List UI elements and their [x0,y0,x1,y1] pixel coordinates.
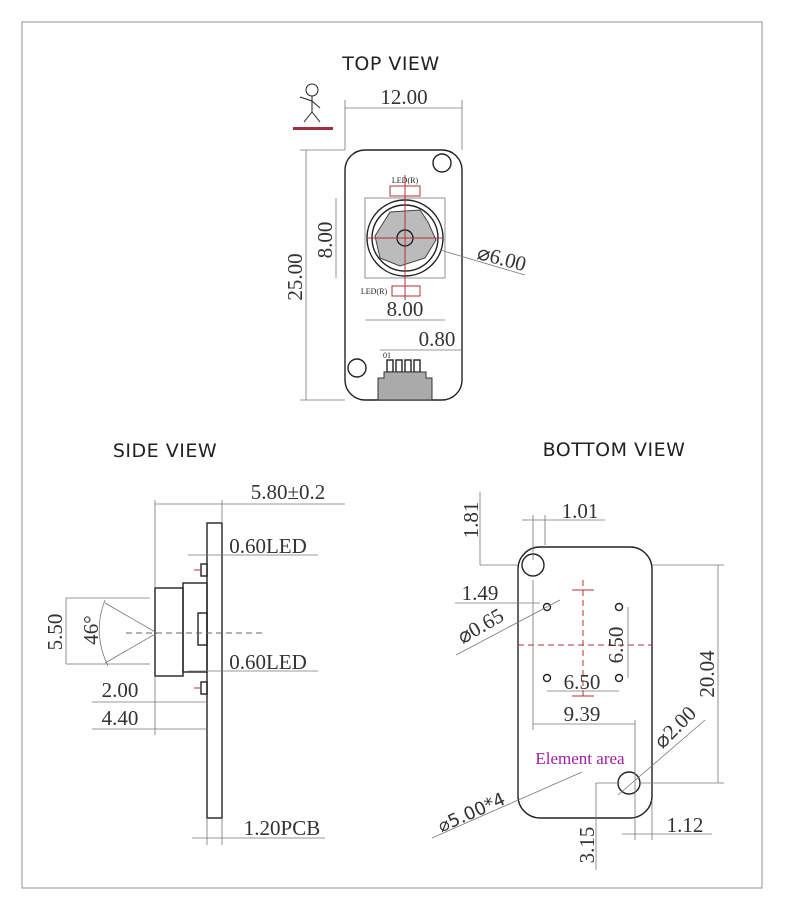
corner-radius-dim: ⌀5.00*4 [435,789,509,837]
led-top-label: LED(R) [392,176,419,185]
total-height-dim: 5.80±0.2 [251,480,326,504]
small-hole [542,673,552,683]
sensor-height-dim: 8.00 [313,222,337,259]
mount-hole [617,771,641,795]
top-view: LED(R) LED(R) 01 12.00 25.00 8.00 8.00 0… [283,85,529,401]
dim-4-40: 4.40 [102,706,139,730]
lens-holder [182,582,208,673]
small-hole [614,602,624,612]
connector [377,359,433,401]
width-dim: 12.00 [380,85,427,109]
dim-9-39: 9.39 [564,702,601,726]
height-dim: 25.00 [283,253,307,300]
led-top [389,185,421,197]
side-view-title: SIDE VIEW [113,440,217,462]
pin1-label: 01 [383,351,391,360]
led-top-dim: 0.60LED [229,534,307,558]
led-bottom-dim: 0.60LED [229,650,307,674]
pcb-thickness-dim: 1.20PCB [244,816,320,840]
small-hole [542,602,552,612]
dim-3-15: 3.15 [575,827,599,864]
bottom-view-title: BOTTOM VIEW [543,439,686,461]
dim-1-81: 1.81 [459,502,483,539]
dim-2-00: 2.00 [102,678,139,702]
dim-1-12: 1.12 [667,813,704,837]
pcb-bottom-outline [517,546,653,819]
dim-20-04: 20.04 [695,650,719,698]
h-spacing-dim: 6.50 [564,670,601,694]
drawing-frame [21,21,763,889]
side-view: 5.80±0.2 0.60LED 0.60LED 2.00 4.40 5.50 … [43,480,345,845]
element-area-label: Element area [535,749,625,768]
lens-diameter-dim: ⌀6.00 [475,240,529,276]
mount-hole [347,358,367,378]
sensor-chip [197,612,208,646]
dim-1-49: 1.49 [462,581,499,605]
v-spacing-dim: 6.50 [604,627,628,664]
dim-1-01: 1.01 [562,499,599,523]
mount-hole-dim: ⌀2.00 [649,701,701,753]
mount-hole [432,153,452,173]
pin-pitch-dim: 0.80 [419,327,456,351]
lens-dia-dim: 5.50 [43,614,67,651]
mascot-logo [293,83,333,130]
led-bottom-side [200,681,208,695]
bottom-view: 1.81 1.01 1.49 ⌀0.65 6.50 6.50 9.39 20.0… [431,492,724,870]
small-hole [614,673,624,683]
sensor-width-dim: 8.00 [387,297,424,321]
led-bottom [391,285,421,297]
top-view-title: TOP VIEW [341,53,439,75]
lens-barrel [154,587,184,677]
pcb-side [206,522,223,819]
led-bottom-label: LED(R) [361,287,388,296]
led-top-side [200,563,208,577]
fov-dim: 46° [79,615,103,644]
pcb-outline [344,149,463,401]
